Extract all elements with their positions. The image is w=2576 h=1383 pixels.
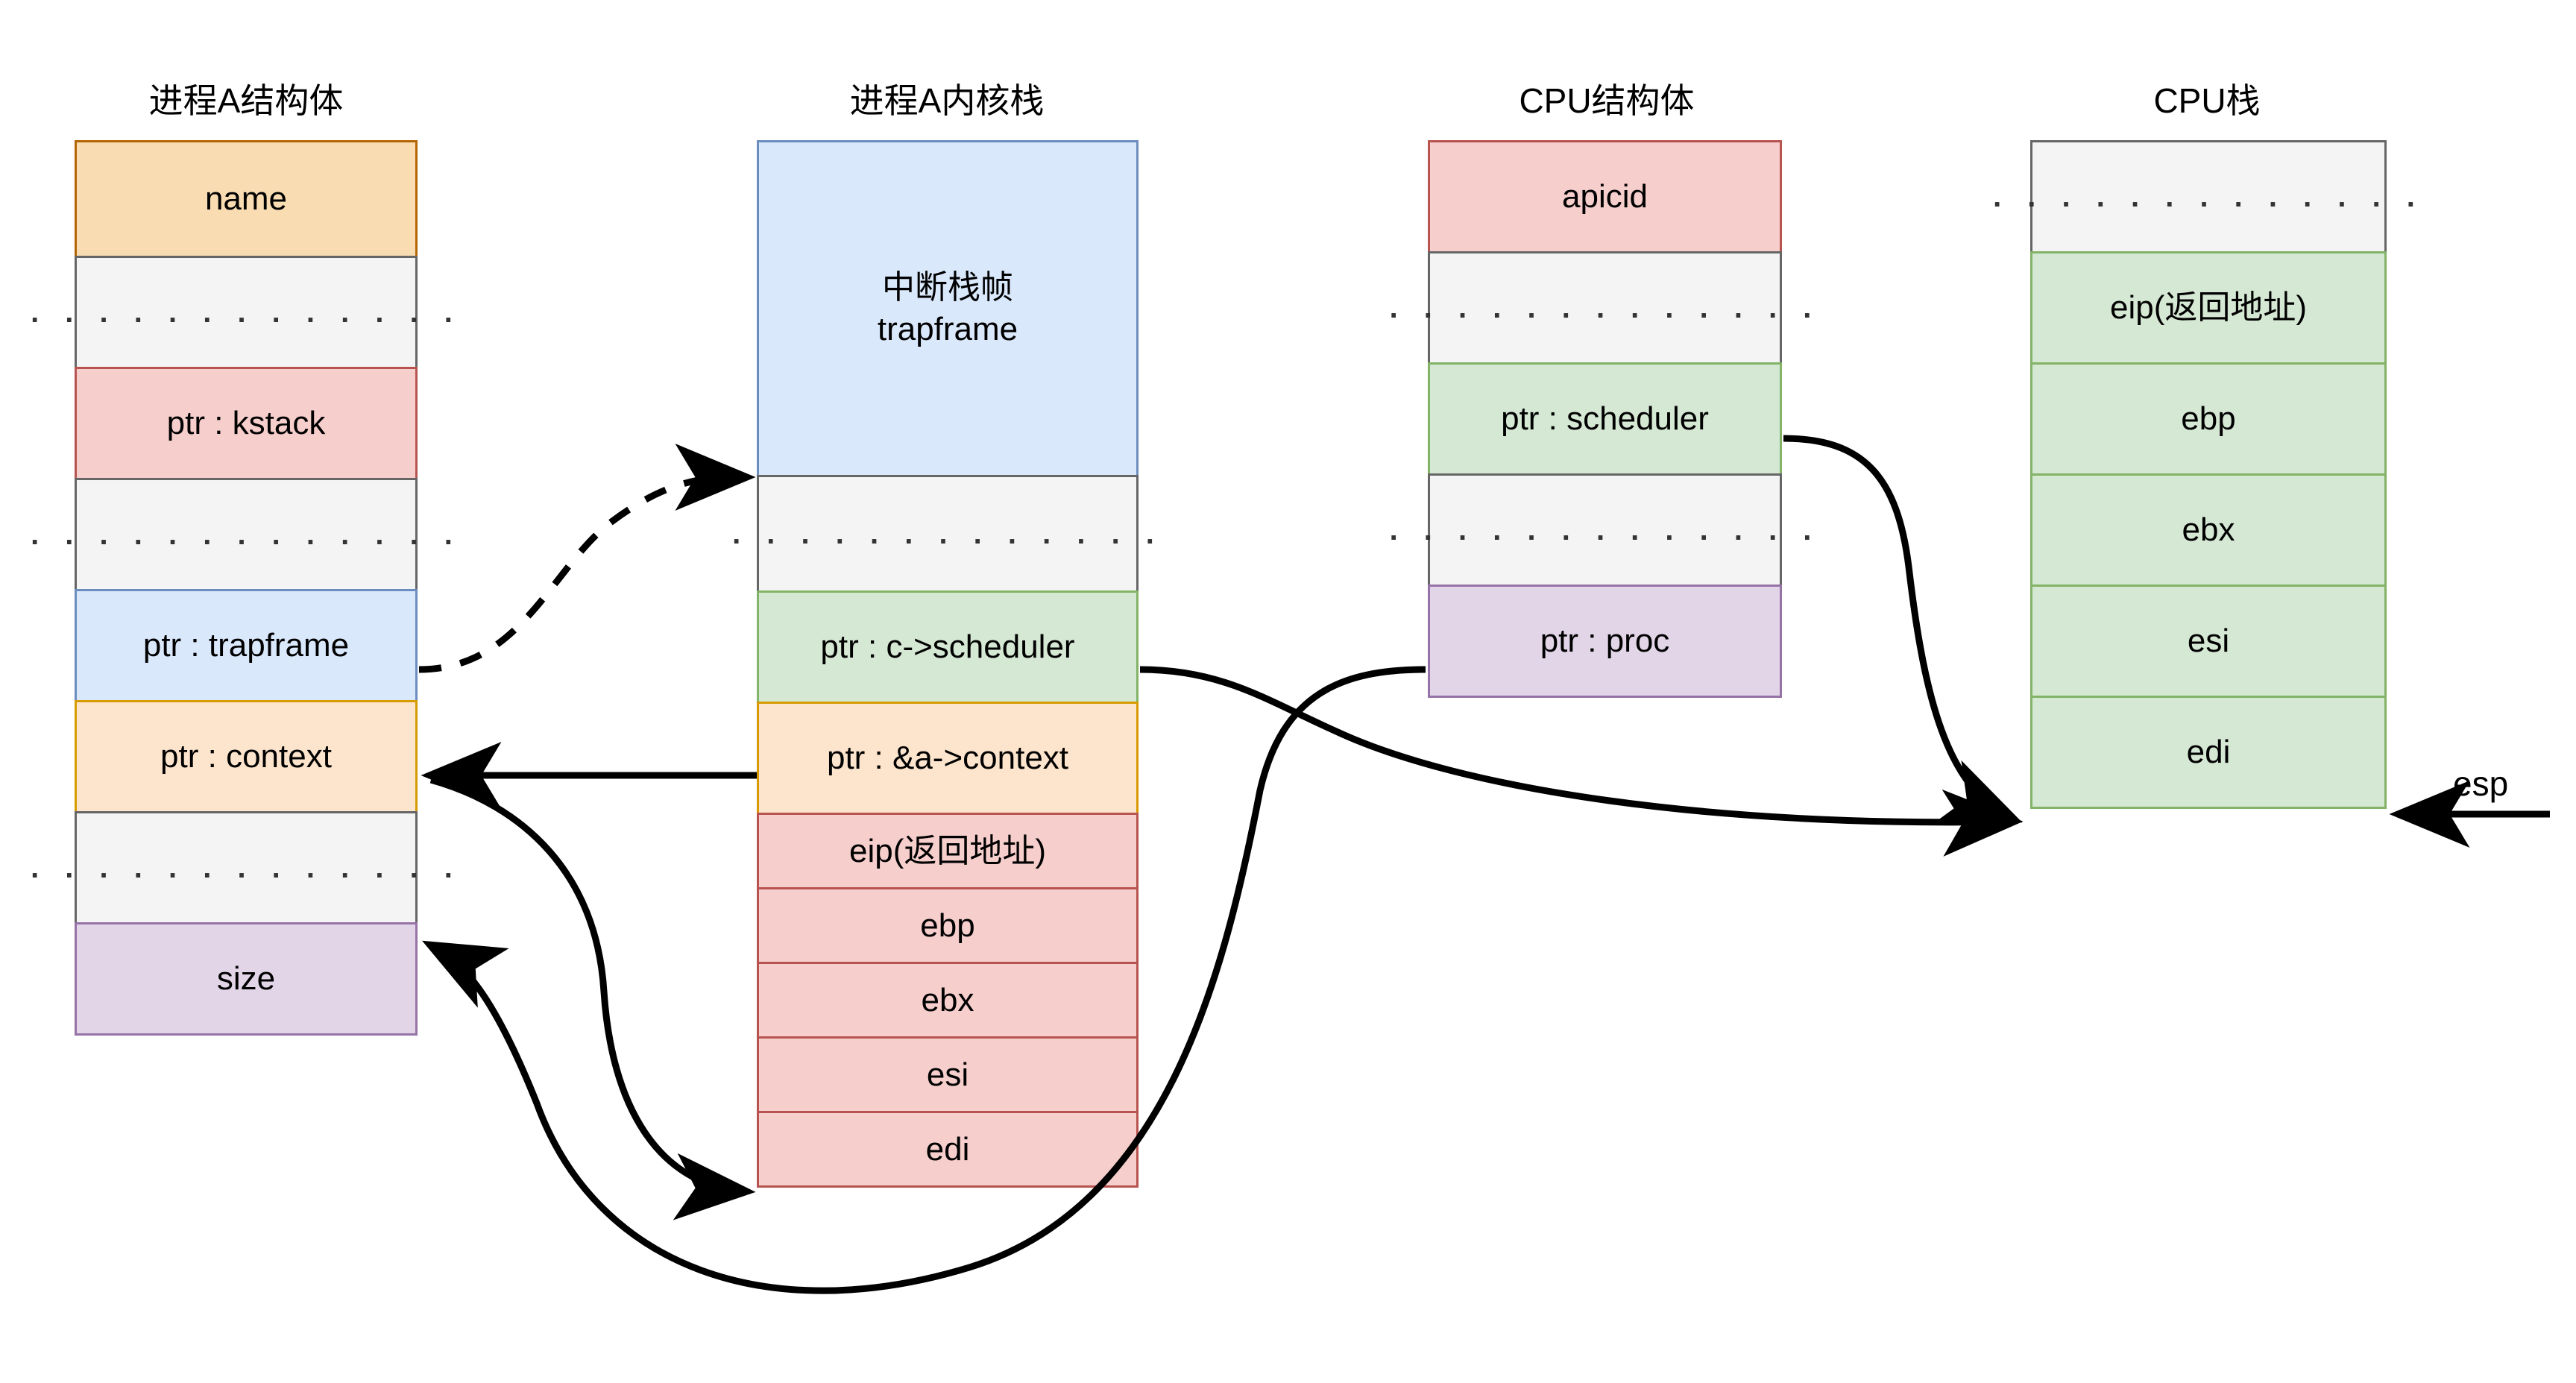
table-cpu-stack: . . . . . . . . . . . . . eip(返回地址) ebp … [1993,140,2415,809]
row-label: . . . . . . . . . . . . . [31,851,462,884]
row-label: esi [926,1056,969,1093]
row-ptr-proc[interactable]: ptr : proc [1428,585,1782,698]
row-label: eip(返回地址) [2109,289,2308,326]
row-label: ptr : proc [1540,623,1670,659]
row-label: . . . . . . . . . . . . . [732,517,1163,550]
row-label: ptr : c->scheduler [820,629,1075,665]
row-size[interactable]: size [75,922,418,1036]
connector-struct-context-to-kstack-edi [429,776,756,1220]
row-ptr-context[interactable]: ptr : context [75,700,418,813]
column-title-cpu-stack: CPU栈 [2153,81,2261,120]
row-label: ptr : scheduler [1501,400,1709,437]
row-label: ptr : trapframe [142,627,350,664]
row-label: size [216,960,276,997]
row-ebx[interactable]: ebx [2030,473,2387,587]
row-label: ptr : kstack [166,405,326,441]
connector-cpu-scheduler-to-cpu-stack [1783,435,2023,823]
row-label: eip(返回地址) [848,832,1047,869]
row-ellipsis-2: . . . . . . . . . . . . . [31,478,453,591]
row-label: ptr : context [160,738,332,775]
row-ellipsis-1: . . . . . . . . . . . . . [1993,140,2415,253]
row-label: ebx [921,981,974,1018]
row-esi[interactable]: esi [757,1036,1139,1113]
row-eip[interactable]: eip(返回地址) [757,813,1139,889]
row-trapframe-block[interactable]: 中断栈帧 trapframe [757,140,1139,477]
row-eip[interactable]: eip(返回地址) [2030,251,2387,365]
row-edi[interactable]: edi [757,1111,1139,1188]
connector-trapframe-ptr-to-kstack-trapframe [418,444,756,673]
row-label: edi [925,1130,970,1168]
row-label: apicid [1562,178,1648,215]
row-label-cn: 中断栈帧 [882,269,1013,306]
row-ellipsis-3: . . . . . . . . . . . . . [31,811,453,924]
row-ptr-scheduler[interactable]: ptr : scheduler [1428,362,1782,476]
row-ellipsis-1: . . . . . . . . . . . . . [1390,251,1811,365]
row-ebx[interactable]: ebx [757,962,1139,1039]
row-ellipsis-1: . . . . . . . . . . . . . [31,256,453,369]
table-process-a-kernel-stack: 中断栈帧 trapframe . . . . . . . . . . . . .… [732,140,1154,1188]
row-label: esi [2187,623,2230,659]
row-label: ptr : &a->context [826,740,1069,776]
row-label: . . . . . . . . . . . . . [1993,180,2424,213]
row-esi[interactable]: esi [2030,585,2387,698]
column-title-cpu-struct: CPU结构体 [1519,81,1695,120]
row-name[interactable]: name [75,140,418,258]
row-label: ebp [920,907,975,944]
row-label: . . . . . . . . . . . . . [1389,292,1821,324]
row-ellipsis-1: . . . . . . . . . . . . . [732,475,1154,593]
column-title-process-a-kernel-stack: 进程A内核栈 [849,81,1045,120]
row-ptr-kstack[interactable]: ptr : kstack [75,367,418,480]
row-ptr-trapframe[interactable]: ptr : trapframe [75,589,418,702]
row-label-en: trapframe [877,311,1018,347]
row-ellipsis-2: . . . . . . . . . . . . . [1390,473,1811,587]
row-ebp[interactable]: ebp [2030,362,2387,476]
row-apicid[interactable]: apicid [1428,140,1782,253]
row-label: . . . . . . . . . . . . . [1389,514,1821,546]
esp-label: esp [2453,764,2509,803]
row-label: name [204,180,288,217]
row-label: edi [2186,734,2231,770]
row-label: . . . . . . . . . . . . . [31,518,462,551]
row-label: . . . . . . . . . . . . . [31,296,462,329]
column-title-process-a-struct: 进程A结构体 [148,81,344,120]
row-ebp[interactable]: ebp [757,887,1139,964]
row-ptr-c-scheduler[interactable]: ptr : c->scheduler [757,590,1139,704]
table-process-a-struct: name . . . . . . . . . . . . . ptr : kst… [31,140,453,1036]
table-cpu-struct: apicid . . . . . . . . . . . . . ptr : s… [1390,140,1811,698]
row-label: ebp [2181,400,2236,437]
row-edi[interactable]: edi [2030,696,2387,809]
row-label: ebx [2182,511,2235,548]
row-ptr-a-context[interactable]: ptr : &a->context [757,702,1139,815]
